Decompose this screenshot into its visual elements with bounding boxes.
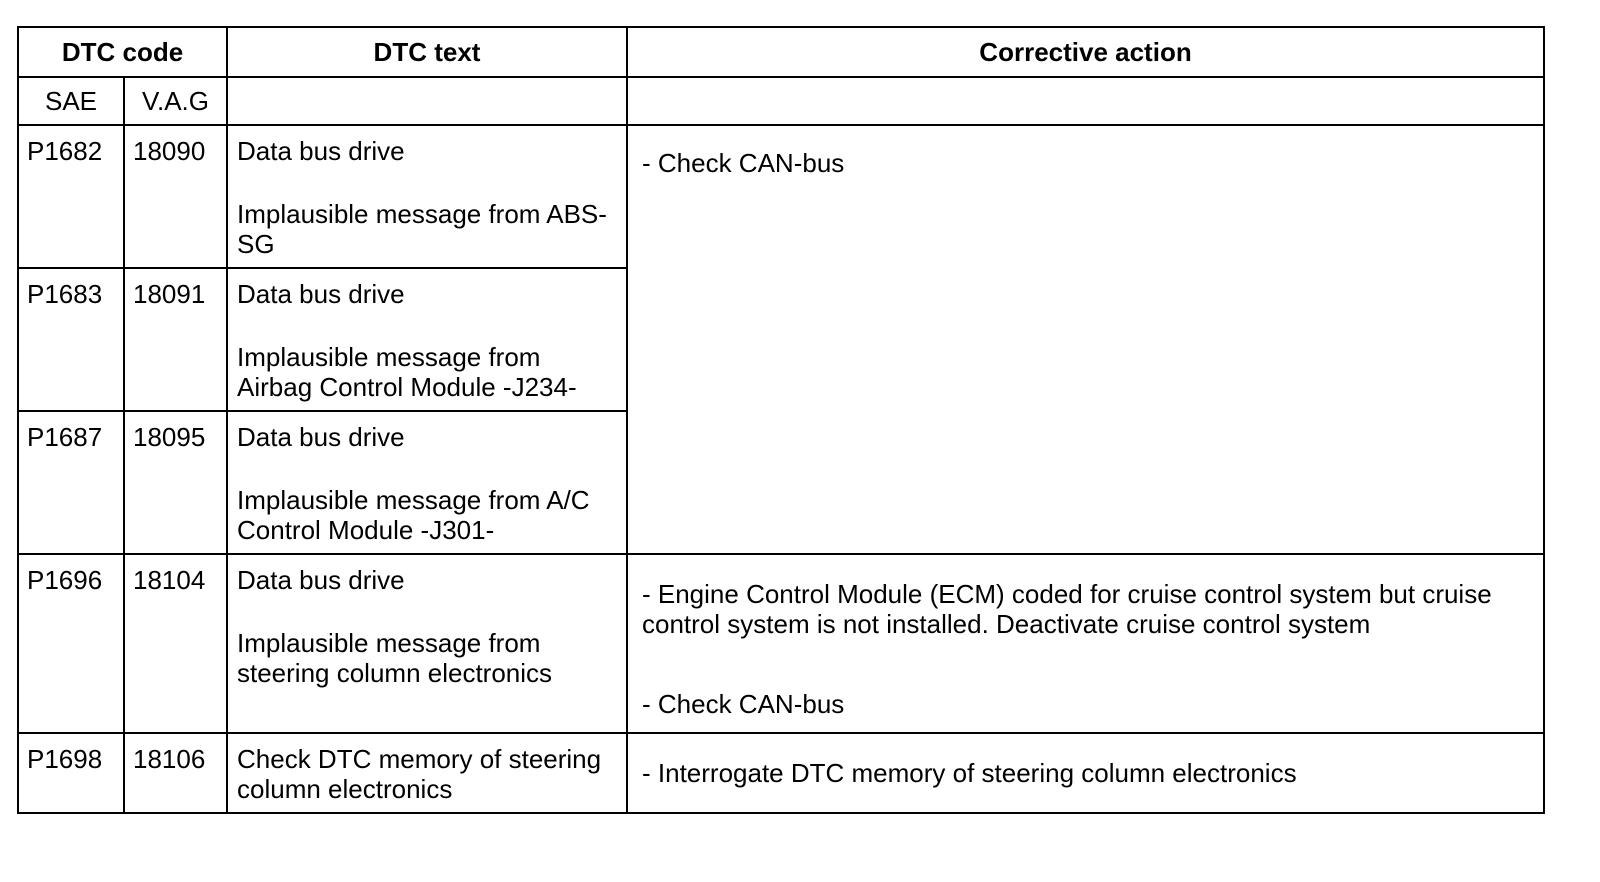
dtc-text-detail: Implausible message from A/C Control Mod…	[237, 485, 590, 545]
header-corrective-action: Corrective action	[626, 26, 1545, 78]
table-row: P1696 18104 Data bus drive Implausible m…	[17, 553, 1545, 734]
table-subheader-row: SAE V.A.G	[17, 76, 1545, 126]
dtc-text-cell: Data bus drive Implausible message from …	[226, 553, 628, 734]
table-row: P1698 18106 Check DTC memory of steering…	[17, 732, 1545, 814]
header-blank-text	[226, 76, 628, 126]
header-blank-action	[626, 76, 1545, 126]
dtc-text-detail: Implausible message from Airbag Control …	[237, 342, 577, 402]
dtc-text-title: Data bus drive	[237, 279, 405, 309]
corrective-action-text: - Interrogate DTC memory of steering col…	[642, 758, 1297, 788]
vag-code: 18104	[123, 553, 228, 734]
dtc-text-cell: Data bus drive Implausible message from …	[226, 267, 628, 412]
header-dtc-text: DTC text	[226, 26, 628, 78]
dtc-text-title: Data bus drive	[237, 565, 405, 595]
sae-code: P1696	[17, 553, 125, 734]
sae-code: P1683	[17, 267, 125, 412]
table-row: P1683 18091 Data bus drive Implausible m…	[17, 267, 1544, 412]
corrective-action-text: - Check CAN-bus	[642, 689, 845, 719]
dtc-text-title: Data bus drive	[237, 422, 405, 452]
dtc-text-title: Check DTC memory of steering column elec…	[237, 744, 602, 804]
dtc-text-cell: Data bus drive Implausible message from …	[226, 124, 628, 269]
header-vag: V.A.G	[123, 76, 228, 126]
dtc-text-cell: Data bus drive Implausible message from …	[226, 410, 628, 555]
table-header-row: DTC code DTC text Corrective action	[17, 26, 1545, 78]
dtc-table: DTC code DTC text Corrective action SAE …	[17, 26, 1545, 814]
sae-code: P1682	[17, 124, 125, 269]
corrective-action-cell: - Check CAN-bus	[626, 124, 1545, 555]
table-row: P1687 18095 Data bus drive Implausible m…	[17, 410, 1544, 555]
vag-code: 18106	[123, 732, 228, 814]
vag-code: 18091	[123, 267, 228, 412]
dtc-text-title: Data bus drive	[237, 136, 405, 166]
corrective-action-cell: - Interrogate DTC memory of steering col…	[626, 732, 1545, 814]
dtc-text-detail: Implausible message from ABS-SG	[237, 199, 607, 259]
document-page: DTC code DTC text Corrective action SAE …	[17, 26, 1545, 814]
corrective-action-text: - Check CAN-bus	[642, 148, 845, 178]
corrective-action-cell: - Engine Control Module (ECM) coded for …	[626, 553, 1545, 734]
dtc-text-detail: Implausible message from steering column…	[237, 628, 553, 688]
dtc-text-cell: Check DTC memory of steering column elec…	[226, 732, 628, 814]
vag-code: 18090	[123, 124, 228, 269]
vag-code: 18095	[123, 410, 228, 555]
sae-code: P1687	[17, 410, 125, 555]
table-row: P1682 18090 Data bus drive Implausible m…	[17, 124, 1545, 555]
header-sae: SAE	[17, 76, 125, 126]
sae-code: P1698	[17, 732, 125, 814]
header-dtc-code: DTC code	[17, 26, 228, 78]
corrective-action-text: - Engine Control Module (ECM) coded for …	[642, 579, 1492, 639]
